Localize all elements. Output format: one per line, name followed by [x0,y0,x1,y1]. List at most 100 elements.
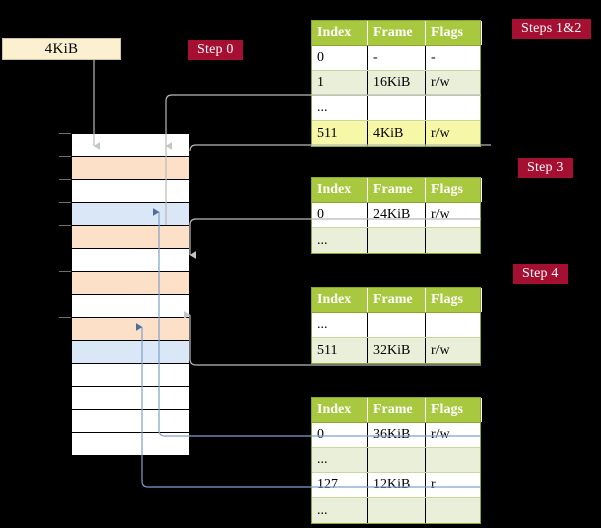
column-header-frame: Frame [368,288,426,312]
badge-step-4: Step 4 [513,264,568,284]
cell-flags: r/w [431,75,450,90]
cell-index: 1 [312,71,368,95]
column-header-index: Index [312,178,368,202]
cell-frame: - [368,46,426,70]
cell-flags: r/w [431,207,450,222]
cell-index: ... [312,96,368,120]
cell-frame [368,96,426,120]
memory-frame-row [71,225,190,249]
memory-frame-row [71,156,190,180]
memory-frame-row [71,271,190,295]
cell-frame: 36KiB [368,423,426,447]
badge-label: Step 3 [527,159,564,175]
memory-frame-row [71,248,190,272]
memory-frame-row [71,317,190,341]
cell-frame: 12KiB [368,473,426,497]
cell-flags: r [431,477,436,492]
cell-flags [426,228,482,253]
cell-flags [426,498,482,523]
cell-frame [368,498,426,523]
cell-flags [426,96,482,120]
cell-frame: 24KiB [368,203,426,227]
badge-steps-1-2: Steps 1&2 [512,19,591,39]
cell-flags: - [431,50,436,65]
memory-frame-row [71,386,190,410]
memory-scale-tick [59,179,71,180]
memory-scale-tick [59,133,71,134]
column-header-index: Index [312,288,368,312]
source-page-box: 4KiB [2,38,121,60]
table-row: ... [312,448,480,473]
memory-frame-row [71,432,190,456]
column-header-frame: Frame [368,178,426,202]
cell-index: ... [312,448,368,472]
source-page-label: 4KiB [44,40,79,57]
cell-index: ... [312,313,368,337]
table-row: ... [312,228,480,253]
column-header-flags: Flags [426,398,482,422]
cell-frame [368,228,426,253]
memory-frame-row [71,340,190,364]
cell-index: 0 [312,203,368,227]
cell-index: 511 [312,121,368,146]
table-row: ... [312,498,480,523]
cell-flags [426,448,482,472]
memory-scale-tick [59,317,71,318]
column-header-flags: Flags [426,288,482,312]
cell-index: 0 [312,423,368,447]
cell-frame [368,448,426,472]
cell-index: ... [312,498,368,523]
cell-flags [426,313,482,337]
column-header-frame: Frame [368,21,426,45]
cell-frame [368,313,426,337]
table-row: ... [312,313,480,338]
table-row: ... [312,96,480,121]
badge-label: Step 0 [197,41,234,57]
memory-frame-row [71,133,190,157]
cell-frame: 4KiB [368,121,426,146]
column-header-index: Index [312,21,368,45]
memory-scale-tick [59,156,71,157]
memory-scale-tick [59,225,71,226]
column-header-frame: Frame [368,398,426,422]
badge-step-0: Step 0 [188,40,243,60]
memory-frame-row [71,202,190,226]
cell-index: ... [312,228,368,253]
cell-flags: r/w [431,125,450,141]
badge-step-3: Step 3 [518,158,573,178]
cell-frame: 16KiB [368,71,426,95]
memory-scale-tick [59,202,71,203]
cell-index: 127 [312,473,368,497]
cell-frame: 32KiB [368,338,426,363]
cell-index: 0 [312,46,368,70]
memory-frame-row [71,294,190,318]
column-header-flags: Flags [426,21,482,45]
table-row: 0-- [312,46,480,71]
badge-label: Step 4 [522,265,559,281]
memory-frame-row [71,363,190,387]
cell-index: 511 [312,338,368,363]
column-header-flags: Flags [426,178,482,202]
cell-flags: r/w [431,342,450,358]
column-header-index: Index [312,398,368,422]
memory-scale-tick [59,271,71,272]
physical-memory-column [71,133,190,456]
memory-frame-row [71,179,190,203]
badge-label: Steps 1&2 [521,20,582,36]
memory-frame-row [71,409,190,433]
